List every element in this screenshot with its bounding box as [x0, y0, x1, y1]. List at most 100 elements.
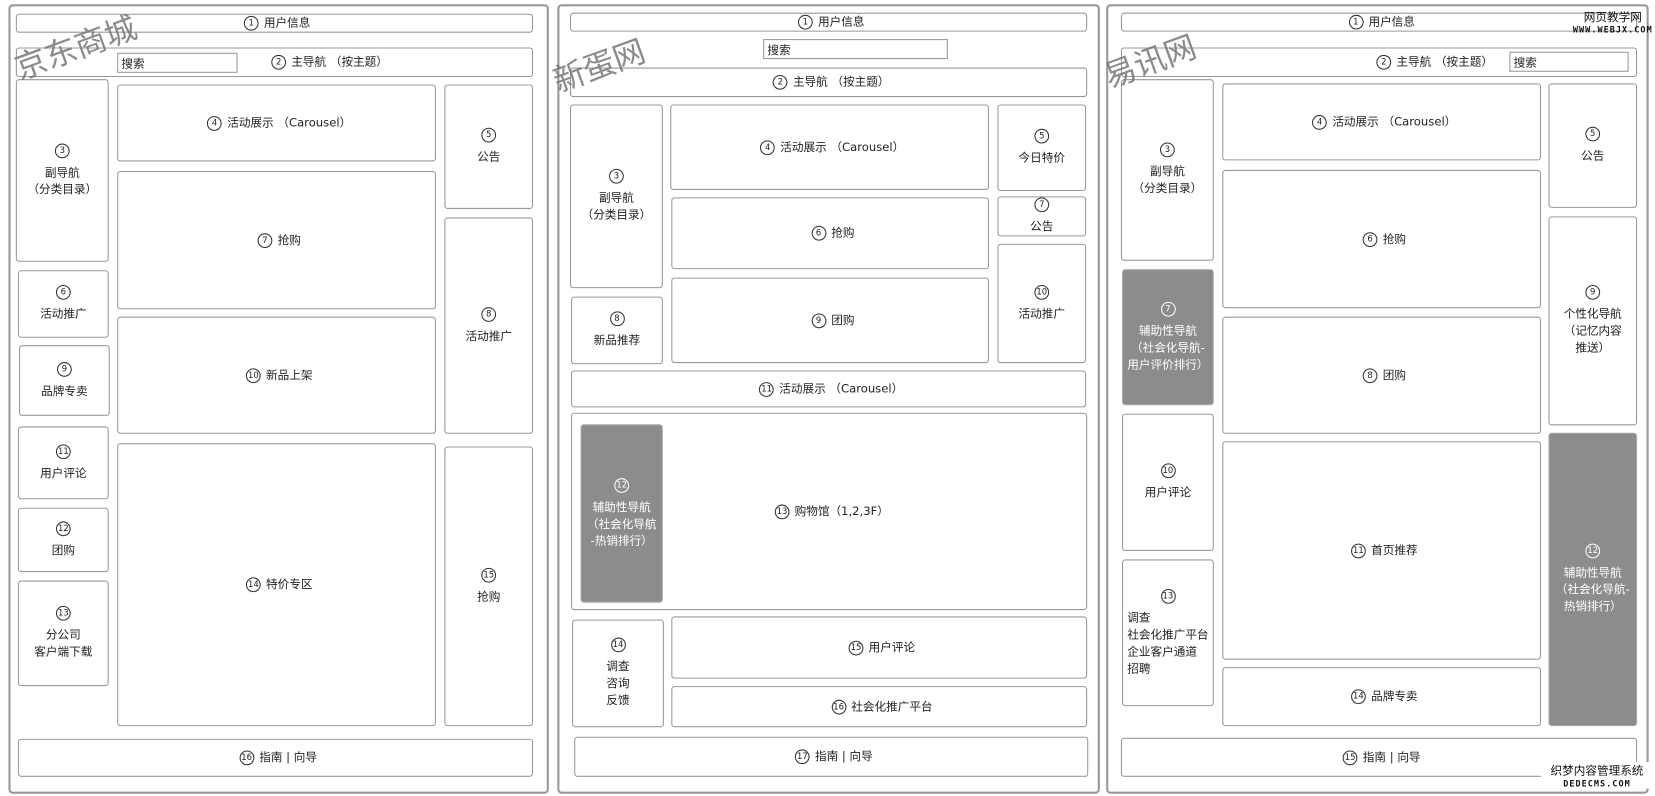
region-label: 主导航 （按主题） — [291, 54, 388, 69]
region-number-badge: 12 — [1585, 543, 1601, 559]
region-label: 抢购 — [1382, 231, 1406, 246]
region-number-badge: 3 — [609, 168, 624, 184]
region-label: 新品上架 — [265, 367, 313, 382]
region-number-badge: 15 — [1342, 749, 1358, 765]
region-label: 辅助性导航 （社会化导航- 热销排行） — [1555, 565, 1630, 614]
p2-region-6: 6 抢购 — [671, 197, 990, 270]
region-label: 主导航 （按主题） — [1396, 54, 1494, 69]
search-input-newegg[interactable]: 搜索 — [763, 39, 948, 60]
p1-region-13: 13 分公司 客户端下载 — [17, 580, 109, 687]
region-number-badge: 13 — [55, 605, 71, 621]
region-label: 公告 — [1030, 219, 1054, 234]
region-label: 副导航 （分类目录） — [1132, 164, 1203, 196]
region-number-badge: 4 — [1312, 114, 1328, 130]
region-number-badge: 3 — [54, 143, 70, 158]
region-label: 调查 社会化推广平台 企业客户通道 招聘 — [1127, 610, 1209, 675]
region-number-badge: 10 — [245, 367, 261, 383]
region-number-badge: 14 — [245, 577, 261, 593]
region-label: 活动推广 — [465, 328, 512, 343]
region-number-badge: 2 — [1376, 54, 1392, 70]
dedecms-logo-text: 织梦内容管理系统 — [1550, 764, 1644, 778]
region-label: 团购 — [831, 312, 855, 327]
region-number-badge: 13 — [1160, 588, 1176, 604]
p1-region-14: 14 特价专区 — [117, 443, 436, 727]
region-label: 副导航 （分类目录） — [27, 165, 98, 196]
region-number-badge: 14 — [1351, 689, 1366, 705]
p1-region-6: 6 活动推广 — [17, 270, 109, 338]
region-number-badge: 4 — [760, 139, 776, 155]
region-number-badge: 9 — [1585, 284, 1601, 300]
region-number-badge: 2 — [772, 74, 788, 90]
region-number-badge: 17 — [794, 749, 810, 765]
p3-region-3: 3 副导航 （分类目录） — [1120, 79, 1214, 261]
region-number-badge: 11 — [55, 443, 71, 459]
region-label: 今日特价 — [1018, 150, 1065, 165]
region-label: 用户信息 — [263, 15, 311, 30]
region-number-badge: 6 — [1362, 231, 1378, 247]
region-number-badge: 6 — [811, 225, 826, 241]
region-label: 分公司 客户端下载 — [34, 628, 93, 659]
region-label: 特价专区 — [265, 577, 313, 592]
region-label: 品牌专卖 — [41, 383, 88, 398]
region-label: 品牌专卖 — [1371, 689, 1418, 703]
region-number-badge: 7 — [1034, 197, 1050, 213]
region-number-badge: 5 — [481, 127, 497, 143]
region-number-badge: 4 — [207, 115, 222, 131]
p1-region-9: 9 品牌专卖 — [18, 345, 110, 416]
webjx-logo-url: WWW.WEBJX.COM — [1572, 25, 1653, 35]
p2-region-7: 7 公告 — [997, 196, 1087, 237]
region-label: 抢购 — [831, 225, 855, 240]
p2-region-17: 17 指南 | 向导 — [574, 736, 1089, 777]
search-input-jd[interactable]: 搜索 — [117, 52, 238, 73]
p2-region-1: 1 用户信息 — [569, 12, 1088, 32]
region-number-badge: 7 — [1160, 301, 1176, 317]
p3-region-6: 6 抢购 — [1222, 169, 1542, 309]
dedecms-logo-url: DEDECMS.COM — [1563, 778, 1631, 789]
region-number-badge: 11 — [1351, 543, 1366, 558]
region-number-badge: 3 — [1159, 142, 1175, 158]
region-number-badge: 12 — [55, 520, 71, 536]
region-number-badge: 6 — [55, 284, 71, 300]
webjx-logo-text: 网页教学网 — [1583, 10, 1642, 25]
region-number-badge: 12 — [614, 477, 630, 493]
region-label: 指南 | 向导 — [814, 749, 873, 764]
p1-region-12: 12 团购 — [17, 507, 109, 573]
region-number-badge: 9 — [56, 361, 72, 377]
region-label: 公告 — [1581, 148, 1605, 163]
region-label: 活动展示 （Carousel） — [780, 139, 905, 154]
region-number-badge: 8 — [609, 311, 625, 327]
region-label: 团购 — [51, 543, 75, 557]
region-label: 活动推广 — [1018, 306, 1065, 321]
search-input-icson[interactable]: 搜索 — [1509, 51, 1629, 72]
region-label: 用户评论 — [868, 640, 916, 654]
region-number-badge: 11 — [759, 381, 774, 397]
p1-region-3: 3 副导航 （分类目录） — [15, 79, 109, 262]
region-label: 指南 | 向导 — [1362, 749, 1421, 764]
region-label: 用户评论 — [40, 466, 87, 480]
region-label: 活动推广 — [40, 307, 87, 321]
region-label: 抢购 — [477, 589, 501, 604]
region-number-badge: 1 — [797, 14, 813, 30]
p3-region-14: 14 品牌专卖 — [1222, 667, 1542, 727]
region-number-badge: 13 — [774, 504, 790, 519]
region-label: 用户信息 — [818, 14, 865, 29]
